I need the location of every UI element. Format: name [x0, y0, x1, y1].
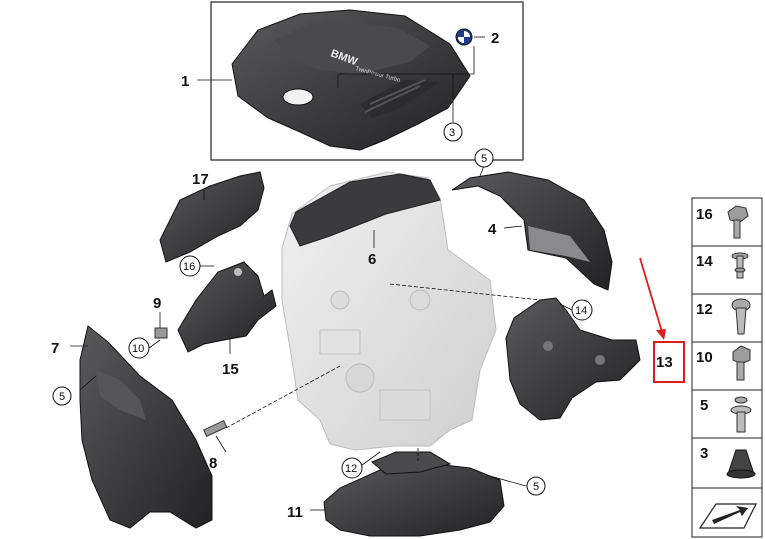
bracket-part-13[interactable] — [505, 297, 641, 421]
clip-rivet-icon — [730, 396, 752, 433]
callout-16: 16 — [183, 261, 195, 273]
callout-circle-5b[interactable]: 5 — [52, 386, 72, 406]
callout-14: 14 — [575, 305, 587, 317]
callout-5a: 5 — [481, 153, 487, 165]
cover-leader-lines — [197, 36, 485, 122]
cover-detail-frame — [210, 1, 524, 161]
callout-circle-10[interactable]: 10 — [128, 337, 150, 359]
callout-12: 12 — [345, 463, 357, 475]
callout-9[interactable]: 9 — [153, 295, 161, 312]
legend-item-16[interactable]: 16 — [696, 205, 749, 239]
callout-5b: 5 — [59, 391, 65, 403]
arrow-icon — [698, 503, 757, 529]
stud-part-8[interactable] — [203, 419, 228, 437]
callout-6[interactable]: 6 — [368, 251, 376, 268]
engine-cover-part[interactable]: BMW TwinPower Turbo — [231, 9, 471, 151]
engine-block-part[interactable] — [281, 171, 497, 451]
legend-label-10: 10 — [696, 349, 713, 366]
legend-item-12[interactable]: 12 — [696, 298, 751, 335]
callout-7[interactable]: 7 — [51, 340, 59, 357]
legend-label-5: 5 — [700, 397, 708, 414]
hex-bolt-icon — [732, 345, 751, 381]
callout-13[interactable]: 13 — [656, 354, 673, 371]
callout-5c: 5 — [533, 481, 539, 493]
legend-label-14: 14 — [696, 253, 713, 270]
callout-4[interactable]: 4 — [488, 221, 497, 238]
callout-circle-16[interactable]: 16 — [179, 255, 201, 277]
legend-label-12: 12 — [696, 301, 713, 318]
highlight-annotation — [639, 257, 685, 383]
callout-circle-14[interactable]: 14 — [571, 299, 593, 321]
bracket-part-15[interactable] — [177, 261, 277, 353]
callout-15[interactable]: 15 — [222, 361, 239, 378]
legend-item-5[interactable]: 5 — [700, 396, 752, 433]
bracket-part-17[interactable] — [159, 171, 265, 263]
callout-2[interactable]: 2 — [491, 30, 499, 47]
bmw-emblem-part[interactable] — [455, 28, 473, 46]
expanding-rivet-icon — [731, 252, 749, 279]
oil-pan-part-11[interactable] — [323, 451, 505, 537]
highlight-box — [653, 341, 685, 383]
legend-item-14[interactable]: 14 — [696, 252, 749, 279]
clip-part-9[interactable] — [154, 327, 168, 339]
heat-shield-part-4[interactable] — [451, 171, 613, 291]
legend-item-arrow[interactable] — [698, 503, 757, 529]
callout-circle-5c[interactable]: 5 — [526, 476, 546, 496]
callout-11[interactable]: 11 — [287, 504, 303, 521]
callout-10: 10 — [132, 343, 144, 355]
fastener-legend: 16 14 12 10 — [691, 197, 763, 538]
rubber-grommet-icon — [726, 449, 756, 479]
timing-cover-part-7[interactable] — [79, 325, 213, 529]
callout-circle-5a[interactable]: 5 — [474, 148, 494, 168]
callout-8[interactable]: 8 — [209, 455, 217, 472]
screw-icon — [731, 298, 751, 335]
callout-circle-3[interactable]: 3 — [443, 122, 463, 142]
leader-lines — [70, 165, 573, 511]
legend-item-10[interactable]: 10 — [696, 345, 751, 381]
callout-circle-12[interactable]: 12 — [341, 457, 363, 479]
legend-label-16: 16 — [696, 206, 713, 223]
callout-17[interactable]: 17 — [192, 171, 209, 188]
flange-bolt-icon — [727, 205, 749, 239]
legend-item-3[interactable]: 3 — [700, 445, 756, 479]
legend-label-3: 3 — [700, 445, 708, 462]
callout-3: 3 — [449, 127, 455, 139]
callout-1[interactable]: 1 — [181, 73, 189, 90]
